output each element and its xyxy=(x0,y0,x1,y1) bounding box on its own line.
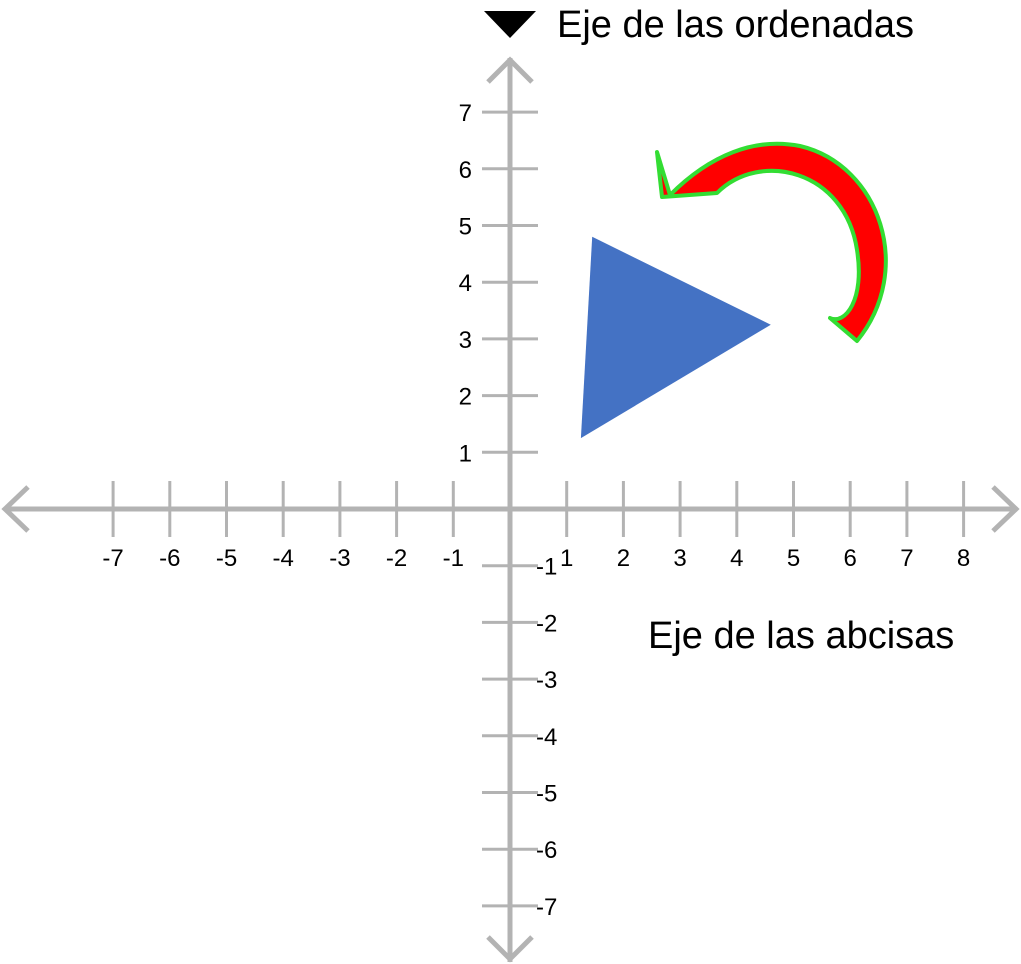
x-tick-label: 2 xyxy=(617,545,630,572)
x-tick-label: -4 xyxy=(273,545,294,572)
x-tick-label: 7 xyxy=(900,545,913,572)
y-axis-top-arrowhead xyxy=(486,56,534,84)
axes xyxy=(1,56,1020,963)
y-tick-label: 1 xyxy=(459,440,472,467)
blue-triangle xyxy=(580,236,771,439)
x-tick-label: 6 xyxy=(844,545,857,572)
y-tick-label: 5 xyxy=(459,214,472,241)
y-tick-label: 3 xyxy=(459,327,472,354)
x-tick-label: -7 xyxy=(102,545,123,572)
y-tick-label: -5 xyxy=(536,781,557,808)
x-tick-label: -1 xyxy=(443,545,464,572)
y-tick-label: -3 xyxy=(536,667,557,694)
y-tick-label: -1 xyxy=(536,554,557,581)
y-tick-label: -7 xyxy=(536,894,557,921)
x-axis-ticks: -7 -6 -5 -4 -3 -2 -1 1 2 3 4 5 6 7 8 xyxy=(102,481,970,572)
x-tick-label: 8 xyxy=(957,545,970,572)
x-axis-right-arrowhead xyxy=(991,485,1020,533)
y-tick-label: -4 xyxy=(536,724,557,751)
y-tick-label: 7 xyxy=(459,100,472,127)
y-axis-title: Eje de las ordenadas xyxy=(557,4,914,46)
curved-rotation-arrow-icon xyxy=(655,141,888,343)
y-axis-bottom-arrowhead xyxy=(486,935,534,963)
x-tick-label: 4 xyxy=(730,545,743,572)
black-triangle-marker-icon xyxy=(484,11,536,38)
x-tick-label: 3 xyxy=(673,545,686,572)
y-axis-ticks: 7 6 5 4 3 2 1 -1 -2 -3 -4 -5 -6 -7 xyxy=(459,100,558,921)
x-tick-label: 1 xyxy=(560,545,573,572)
y-tick-label: -6 xyxy=(536,837,557,864)
x-tick-label: -6 xyxy=(159,545,180,572)
x-tick-label: -5 xyxy=(216,545,237,572)
y-tick-label: -2 xyxy=(536,610,557,637)
x-tick-label: -2 xyxy=(386,545,407,572)
x-axis-left-arrowhead xyxy=(1,485,30,533)
y-tick-label: 2 xyxy=(459,384,472,411)
x-tick-label: 5 xyxy=(787,545,800,572)
x-axis-title: Eje de las abcisas xyxy=(648,615,954,657)
y-tick-label: 6 xyxy=(459,157,472,184)
x-tick-label: -3 xyxy=(329,545,350,572)
y-tick-label: 4 xyxy=(459,270,472,297)
